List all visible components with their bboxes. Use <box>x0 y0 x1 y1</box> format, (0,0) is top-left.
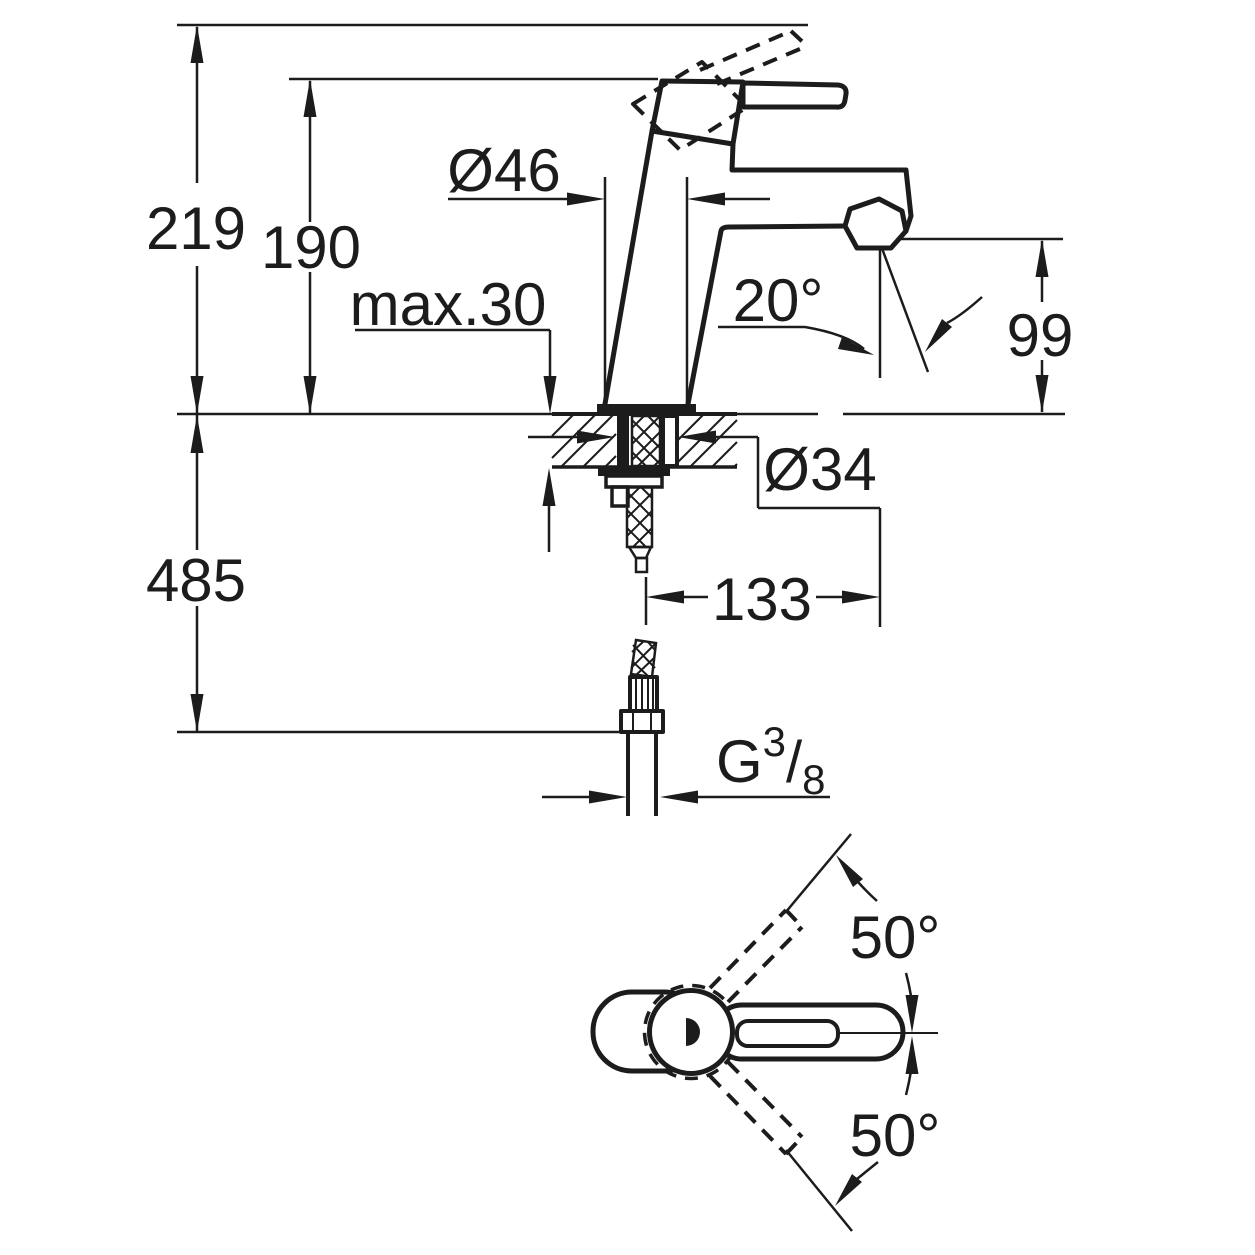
dim-485-label: 485 <box>146 547 246 614</box>
dim-o46-ext-lines <box>603 177 689 404</box>
arrow-tail <box>857 881 878 902</box>
mounting-washer <box>598 467 670 476</box>
dim-outlet-height: 99 <box>1007 239 1074 413</box>
arrow-up-icon <box>542 468 556 506</box>
angle-leader-right <box>946 296 983 325</box>
arrow-down-icon <box>905 995 919 1033</box>
dim-thread-size: G3/8 <box>542 718 830 804</box>
dim-swing-up: 50° <box>836 855 940 1033</box>
arrow-right-icon <box>842 590 880 604</box>
dim-handle-height: 190 <box>261 79 361 414</box>
top-view: 50° 50° <box>590 833 940 1232</box>
dim-hose-length: 485 <box>146 415 246 732</box>
arrow-left-icon <box>660 790 698 804</box>
swing-ext-line-down <box>785 1149 853 1232</box>
dim-o46-label: Ø46 <box>447 137 560 204</box>
dim-99-label: 99 <box>1007 302 1074 369</box>
hose-nut-facets <box>632 711 652 732</box>
hose-taper <box>626 545 653 560</box>
arrow-up-icon <box>190 415 204 453</box>
faucet-body-left-edge <box>602 128 655 407</box>
dim-spout-angle: 20° <box>718 242 983 378</box>
hose-braid-lower <box>629 638 658 679</box>
arrow-right-icon <box>589 790 627 804</box>
arrow-up-icon <box>1035 239 1049 277</box>
dim-219-label: 219 <box>146 195 246 262</box>
faucet-aerator <box>842 196 909 251</box>
faucet-head <box>649 78 746 147</box>
arrow-left-icon <box>646 590 684 604</box>
thread-letter: G <box>716 728 763 795</box>
reference-lines <box>177 23 1065 734</box>
arrow-down-icon <box>303 376 317 414</box>
arrow-tail <box>904 1070 913 1096</box>
handle-rotated-down-dashed <box>708 1060 804 1156</box>
hose-nut <box>619 709 665 734</box>
arrow-up-icon <box>303 79 317 117</box>
hose-braid-in-hole <box>630 414 662 468</box>
front-view: 219 190 Ø46 max.30 <box>146 23 1074 816</box>
arrow-up-icon <box>905 1036 919 1074</box>
dim-total-height: 219 <box>146 25 246 414</box>
faucet-base-flange <box>597 404 696 414</box>
thread-numerator: 3 <box>763 718 786 765</box>
arrow-icon <box>836 855 863 887</box>
arrow-down-icon <box>543 376 557 414</box>
arrow-tail <box>904 972 913 997</box>
arrow-down-icon <box>190 694 204 732</box>
arrow-left-icon <box>678 430 716 444</box>
braid-crosshatch <box>631 415 661 467</box>
angle-leader-left <box>718 325 865 350</box>
handle-rotated-up-dashed <box>708 908 804 1004</box>
dim-max30-label: max.30 <box>350 271 547 338</box>
angle-construction-lines <box>878 242 930 378</box>
dim-spout-reach: 133 <box>644 566 880 633</box>
dim-50deg-lower-label: 50° <box>850 1102 941 1169</box>
faucet-neck-and-spout-top <box>729 141 914 234</box>
arrow-right-icon <box>577 430 615 444</box>
thread-slash: / <box>786 730 803 795</box>
arrow-down-icon <box>1035 375 1049 413</box>
faucet-lever-raised-dashed <box>699 29 809 86</box>
braid-crosshatch <box>630 640 656 677</box>
arrow-right-icon <box>567 192 605 206</box>
shank-wall-left <box>617 416 629 466</box>
dim-base-diameter: Ø46 <box>447 137 770 404</box>
dim-20deg-label: 20° <box>733 267 824 334</box>
swing-ext-line-up <box>784 833 852 914</box>
dim-swing-down: 50° <box>835 1036 940 1206</box>
dim-max-thickness: max.30 <box>350 271 557 552</box>
arrow-left-icon <box>687 192 725 206</box>
shank-wall-right <box>661 414 679 468</box>
dim-o34-label: Ø34 <box>763 436 876 503</box>
arrow-down-icon <box>190 376 204 414</box>
dim-50deg-upper-label: 50° <box>850 904 941 971</box>
hose-braid-upper <box>625 485 654 549</box>
hose-connector-ribs <box>635 679 654 709</box>
hose-tube <box>626 732 658 816</box>
dim-hole-diameter: Ø34 <box>528 430 882 627</box>
thread-denominator: 8 <box>802 756 825 803</box>
faucet-head-raised-dashed <box>631 60 749 152</box>
dim-133-label: 133 <box>712 566 812 633</box>
arrow-icon <box>925 319 952 352</box>
dim-max30-leader <box>355 328 552 378</box>
handle-pin-dot <box>686 1018 700 1046</box>
hose-tip <box>634 556 649 574</box>
braid-crosshatch <box>626 486 653 548</box>
faucet-lever <box>740 80 849 110</box>
dim-o34-leaders <box>528 435 882 627</box>
mounting-nut <box>610 485 630 508</box>
faucet-body-right-and-spout-bottom <box>685 223 848 407</box>
supply-hose-lower <box>619 638 665 816</box>
dim-g38-label: G3/8 <box>716 718 826 803</box>
arrow-up-icon <box>190 25 204 63</box>
dim-190-label: 190 <box>261 214 361 281</box>
counter-section <box>551 412 738 574</box>
arrow-tail <box>856 1161 879 1180</box>
faucet-outline <box>597 29 914 414</box>
arrow-icon <box>835 1174 862 1206</box>
arrow-icon <box>838 337 874 355</box>
